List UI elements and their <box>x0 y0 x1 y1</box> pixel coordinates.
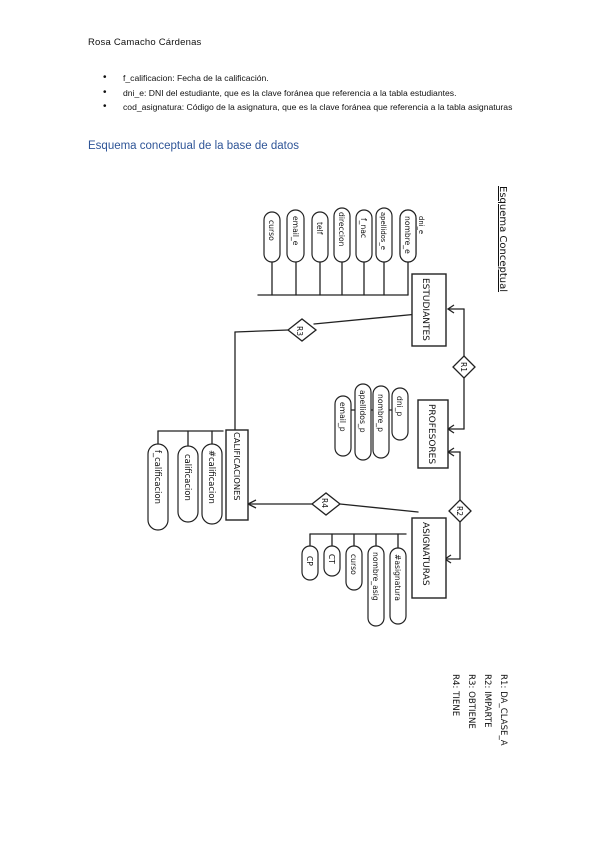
bullet-item: f_calificacion: Fecha de la calificación… <box>103 72 533 85</box>
entity-calificaciones: CALIFICACIONES <box>232 432 242 501</box>
relation-r1: R1 <box>459 362 468 372</box>
attr-profesores-email: email_p <box>338 402 347 432</box>
attr-estudiantes-apellidos: apellidos_e <box>379 212 387 250</box>
author-name: Rosa Camacho Cárdenas <box>88 37 202 48</box>
entity-estudiantes: ESTUDIANTES <box>420 278 430 341</box>
attr-asignaturas-ct: CT <box>327 554 336 564</box>
attr-profesores-nombre: nombre_p <box>376 394 385 432</box>
attr-estudiantes-direccion: direccion <box>337 212 346 247</box>
attr-estudiantes-email: email_e <box>291 216 300 246</box>
attr-asignaturas-curso: curso <box>349 554 358 575</box>
diagram-heading: Esquema Conceptual <box>497 186 508 292</box>
attr-asignaturas-nombre: nombre_asig <box>371 552 380 601</box>
attr-estudiantes-telf: telf <box>315 222 324 235</box>
attr-asignaturas-cp: CP <box>305 556 314 566</box>
attr-estudiantes-fnac: f_nac <box>359 218 368 238</box>
legend-r1: R1: DA_CLASE_A <box>498 674 508 746</box>
relation-r3: R3 <box>295 326 304 336</box>
legend-r4: R4: TIENE <box>450 674 460 716</box>
bullet-list: f_calificacion: Fecha de la calificación… <box>103 72 533 116</box>
attr-calificaciones-id: #calificacion <box>207 450 217 504</box>
attr-asignaturas-id: #asignatura <box>393 554 402 601</box>
attr-estudiantes-nombre: nombre_e <box>403 216 412 254</box>
er-diagram: ESTUDIANTES PROFESORES ASIGNATURAS CALIF… <box>147 186 508 746</box>
section-title: Esquema conceptual de la base de datos <box>88 140 299 152</box>
legend-r2: R2: IMPARTE <box>482 674 492 728</box>
attr-calificaciones-fecha: f_calificacion <box>153 450 163 504</box>
entity-profesores: PROFESORES <box>426 404 436 464</box>
attr-calificaciones-calificacion: calificacion <box>183 454 193 501</box>
relation-r2: R2 <box>455 506 464 516</box>
attr-estudiantes-dni: dni_e <box>417 216 425 234</box>
bullet-item: cod_asignatura: Código de la asignatura,… <box>103 101 533 114</box>
bullet-item: dni_e: DNI del estudiante, que es la cla… <box>103 87 533 100</box>
legend-r3: R3: OBTIENE <box>466 674 476 729</box>
attr-estudiantes-curso: curso <box>267 220 276 241</box>
attr-profesores-dni: dni_p <box>395 396 404 417</box>
attr-profesores-apellidos: apellidos_p <box>358 390 367 433</box>
relation-r4: R4 <box>320 498 329 508</box>
entity-asignaturas: ASIGNATURAS <box>420 522 430 586</box>
